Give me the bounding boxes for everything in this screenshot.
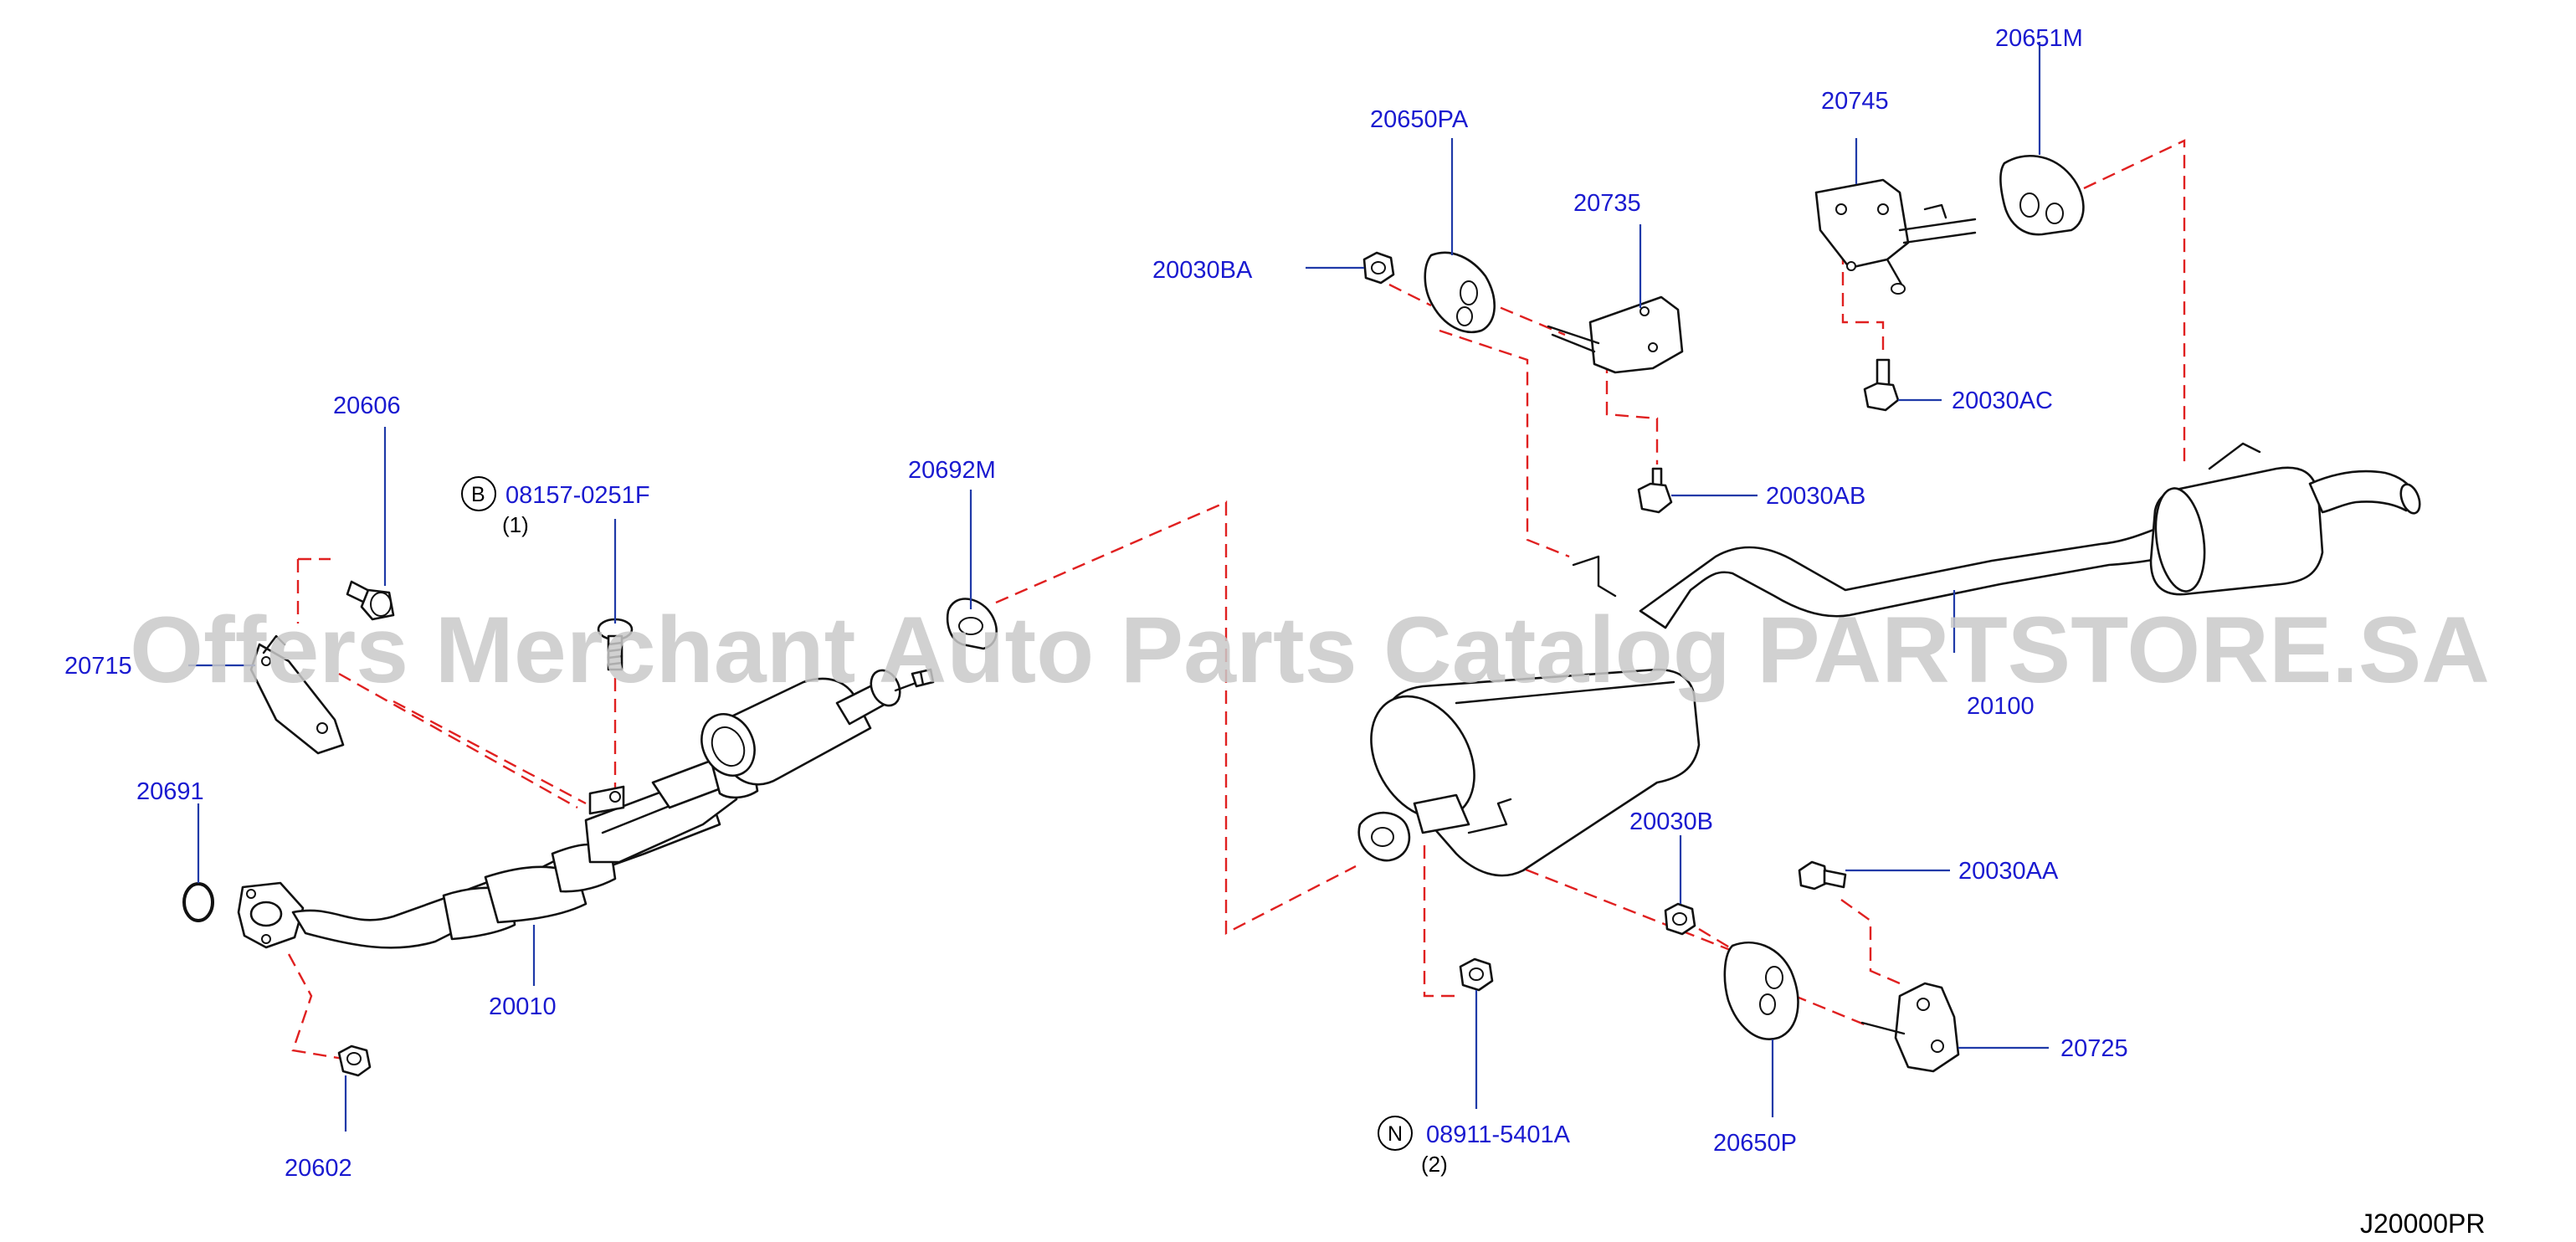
bolt-20030AC[interactable] [1863, 358, 1900, 412]
label-08157-0251F[interactable]: 08157-0251F [505, 482, 650, 509]
assembly-dashed-lines [287, 139, 2186, 1060]
label-20691[interactable]: 20691 [136, 778, 204, 805]
nut-20030BA[interactable] [1362, 251, 1395, 285]
label-20030B[interactable]: 20030B [1629, 808, 1713, 835]
label-20030BA[interactable]: 20030BA [1152, 257, 1253, 284]
bracket-20745[interactable] [1814, 178, 1977, 295]
label-20010[interactable]: 20010 [489, 993, 557, 1020]
label-20725[interactable]: 20725 [2060, 1035, 2128, 1062]
label-20602[interactable]: 20602 [285, 1155, 352, 1182]
leader-lines [188, 42, 2049, 1132]
bracket-20715[interactable] [249, 634, 345, 755]
watermark-text: Offers Merchant Auto Parts Catalog PARTS… [130, 598, 2490, 702]
label-08911-prefix: N [1388, 1122, 1403, 1146]
label-20650PA[interactable]: 20650PA [1370, 106, 1469, 133]
label-20030AB[interactable]: 20030AB [1766, 483, 1865, 510]
label-20030AC[interactable]: 20030AC [1952, 387, 2053, 414]
label-20650P[interactable]: 20650P [1713, 1130, 1797, 1157]
label-20745[interactable]: 20745 [1821, 88, 1889, 115]
main-muffler-tailpipe-20100[interactable] [1350, 442, 2423, 877]
diagram-reference: J20000PR [2360, 1209, 2485, 1239]
label-20606[interactable]: 20606 [333, 393, 401, 419]
label-20100[interactable]: 20100 [1967, 693, 2035, 720]
bracket-20725[interactable] [1860, 982, 1960, 1073]
label-20030AA[interactable]: 20030AA [1958, 858, 2059, 885]
prefix-circle-n [1378, 1116, 1413, 1151]
o-ring-20691[interactable] [182, 882, 214, 922]
bolt-20030AA[interactable] [1798, 860, 1847, 890]
front-pipe-catalyst-20010[interactable] [237, 665, 935, 949]
label-08157-prefix: B [471, 483, 485, 506]
label-20651M[interactable]: 20651M [1995, 25, 2083, 52]
label-08911-5401A[interactable]: 08911-5401A [1426, 1121, 1571, 1148]
bracket-20735[interactable] [1547, 295, 1684, 374]
prefix-circle-b [461, 476, 496, 511]
rubber-hanger-20650PA[interactable] [1424, 251, 1496, 333]
bolt-20606[interactable] [346, 580, 395, 621]
part-labels: 20606 B 08157-0251F (1) 20692M 20715 206… [64, 25, 2128, 1182]
label-20692M[interactable]: 20692M [908, 457, 996, 484]
label-20735[interactable]: 20735 [1573, 190, 1641, 217]
rubber-hanger-20650P[interactable] [1723, 942, 1799, 1040]
gasket-20692M[interactable] [946, 598, 998, 650]
label-08911-qty: (2) [1421, 1152, 1448, 1177]
nut-20030B[interactable] [1664, 902, 1696, 936]
nut-20602[interactable] [337, 1044, 372, 1077]
label-08157-qty: (1) [502, 512, 529, 537]
nut-08911-5401A[interactable] [1459, 957, 1494, 992]
label-20715[interactable]: 20715 [64, 653, 132, 680]
bolt-20030AB[interactable] [1637, 467, 1673, 514]
rubber-hanger-20651M[interactable] [1999, 154, 2085, 236]
